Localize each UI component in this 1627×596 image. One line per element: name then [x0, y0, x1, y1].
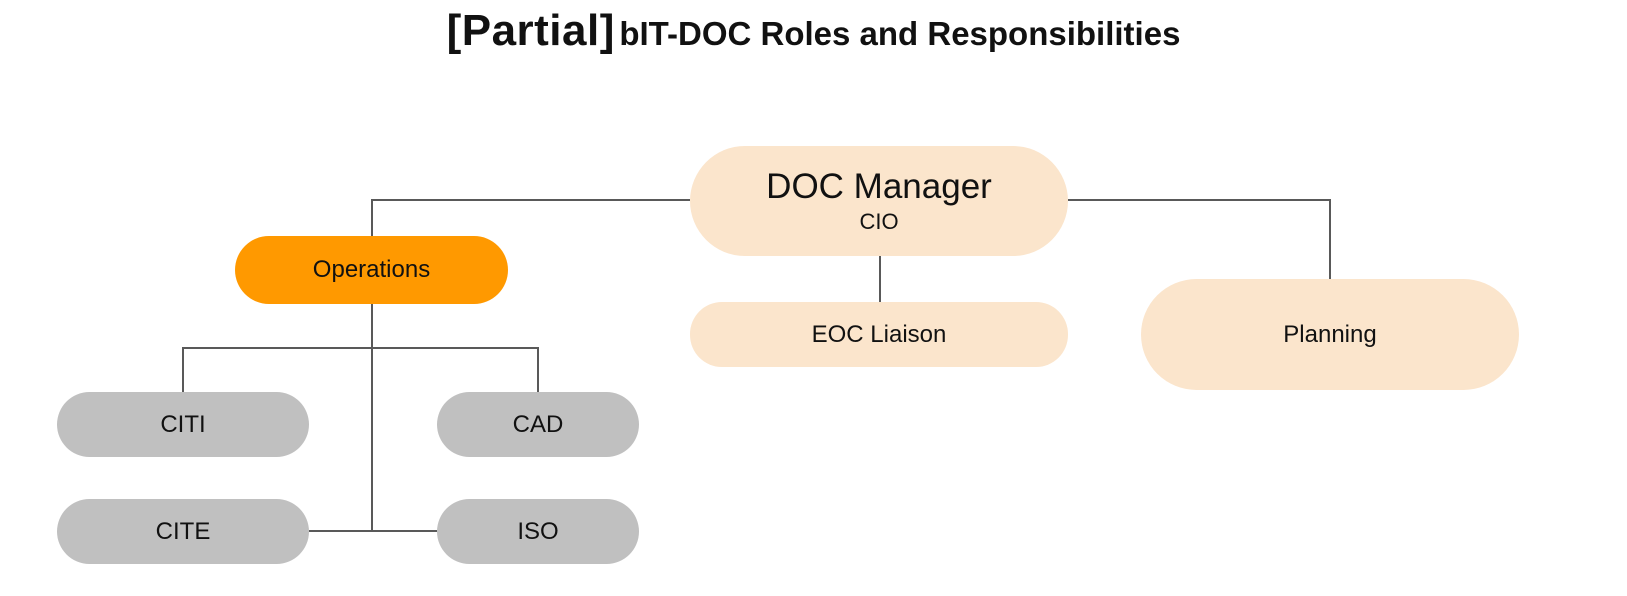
connector-manager-operations — [371, 199, 690, 236]
node-cad: CAD — [437, 392, 639, 457]
title-prefix: [Partial] — [446, 6, 615, 55]
node-citi: CITI — [57, 392, 309, 457]
title-text: bIT-DOC Roles and Responsibilities — [619, 15, 1181, 52]
doc-manager-sublabel: CIO — [859, 209, 899, 234]
cite-label: CITE — [155, 517, 211, 545]
node-cite: CITE — [57, 499, 309, 564]
planning-label: Planning — [1283, 320, 1377, 348]
node-planning: Planning — [1141, 279, 1519, 390]
node-operations: Operations — [235, 236, 508, 304]
node-iso: ISO — [437, 499, 639, 564]
connector-operations-branch — [182, 347, 539, 392]
citi-label: CITI — [160, 410, 206, 438]
node-eoc-liaison: EOC Liaison — [690, 302, 1068, 367]
eoc-liaison-label: EOC Liaison — [811, 320, 947, 348]
iso-label: ISO — [517, 517, 559, 545]
diagram-title: [Partial] bIT-DOC Roles and Responsibili… — [0, 6, 1627, 56]
operations-label: Operations — [312, 256, 431, 283]
doc-manager-label: DOC Manager — [766, 167, 992, 206]
node-doc-manager: DOC Manager CIO — [690, 146, 1068, 256]
cad-label: CAD — [512, 410, 564, 438]
connector-manager-planning — [1068, 199, 1331, 279]
